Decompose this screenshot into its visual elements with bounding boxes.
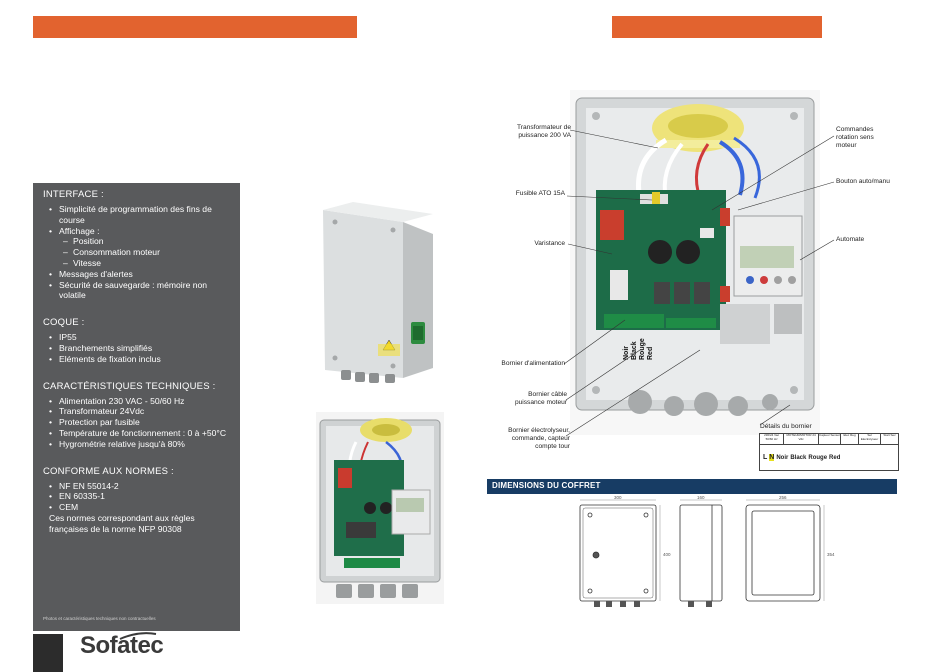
detail-label-noir: Noir bbox=[776, 454, 789, 461]
interface-subitem: Position bbox=[49, 236, 233, 247]
coque-item: Eléments de fixation inclus bbox=[49, 354, 233, 365]
detail-label-n: N bbox=[769, 454, 775, 461]
terminal-label-red: Red bbox=[647, 347, 654, 360]
callout-fusible: Fusible ATO 15A bbox=[515, 190, 565, 197]
coque-item: IP55 bbox=[49, 332, 233, 343]
callout-bouton: Bouton auto/manu bbox=[836, 178, 890, 185]
coque-section: COQUE : IP55 Branchements simplifiés Elé… bbox=[43, 317, 233, 364]
disclaimer-text: Photos et caractéristiques techniques no… bbox=[43, 616, 156, 621]
callout-automate: Automate bbox=[836, 236, 865, 243]
dim-front-width: 300 bbox=[614, 495, 622, 500]
caracteristiques-item: Température de fonctionnement : 0 à +50°… bbox=[49, 428, 233, 439]
callout-bornier-electrolyseur: Bornier électrolyseur, commande, capteur… bbox=[508, 427, 570, 450]
dim-front-height: 400 bbox=[663, 552, 671, 557]
spec-panel: INTERFACE : Simplicité de programmation … bbox=[33, 183, 240, 631]
detail-label-rouge: Rouge bbox=[808, 454, 828, 461]
terminal-detail-strip: 230/24 Vac 50/60 Hz MOTEUR/MOTOR 24 Vdc … bbox=[759, 433, 899, 471]
caracteristiques-item: Hygrométrie relative jusqu'à 80% bbox=[49, 439, 233, 450]
terminal-label-black: Black bbox=[631, 341, 638, 360]
coque-title: COQUE : bbox=[43, 317, 85, 329]
open-enclosure-photo bbox=[316, 412, 444, 604]
left-header-bar bbox=[33, 16, 357, 38]
brand-logo: Sofatec bbox=[80, 632, 164, 659]
dimensions-title: DIMENSIONS DU COFFRET bbox=[492, 481, 601, 490]
right-header-bar bbox=[612, 16, 822, 38]
detail-label-l: L bbox=[763, 454, 768, 461]
dimension-drawings bbox=[579, 499, 825, 607]
normes-title: CONFORME AUX NORMES : bbox=[43, 465, 174, 477]
wiring-diagram-photo: Noir Black Rouge Red bbox=[570, 90, 820, 435]
caracteristiques-item: Alimentation 230 VAC - 50/60 Hz bbox=[49, 396, 233, 407]
detail-label-red: Red bbox=[829, 454, 841, 461]
interface-item: Sécurité de sauvegarde : mémoire non vol… bbox=[49, 280, 233, 302]
dimensions-title-bar bbox=[487, 479, 897, 494]
closed-enclosure-photo bbox=[323, 202, 433, 383]
interface-subitem: Vitesse bbox=[49, 258, 233, 269]
normes-item: EN 60335-1 bbox=[49, 491, 233, 502]
detail-label-black: Black bbox=[790, 454, 807, 461]
normes-note: Ces normes correspondant aux règles fran… bbox=[49, 512, 195, 534]
terminal-label-rouge: Rouge bbox=[639, 338, 646, 360]
logo-swoosh-icon bbox=[119, 632, 157, 640]
detail-header: Elec Reg bbox=[841, 434, 859, 444]
callout-commandes: Commandes rotation sens moteur bbox=[836, 126, 874, 149]
detail-header: Start Sec bbox=[883, 434, 896, 437]
detail-header: 230/24 Vac 50/60 Hz bbox=[760, 434, 785, 444]
caracteristiques-item: Protection par fusible bbox=[49, 417, 233, 428]
caracteristiques-title: CARACTÉRISTIQUES TECHNIQUES : bbox=[43, 380, 216, 392]
interface-subitem: Consommation moteur bbox=[49, 247, 233, 258]
coque-item: Branchements simplifiés bbox=[49, 343, 233, 354]
normes-item: NF EN 55014-2 bbox=[49, 481, 233, 492]
normes-item: CEM bbox=[49, 502, 233, 513]
interface-title: INTERFACE : bbox=[43, 189, 104, 200]
dim-inside-height: 354 bbox=[827, 552, 835, 557]
callout-bornier-alimentation: Bornier d'alimentation bbox=[501, 360, 565, 367]
caracteristiques-section: CARACTÉRISTIQUES TECHNIQUES : Alimentati… bbox=[43, 381, 233, 450]
interface-item: Simplicité de programmation des fins de … bbox=[49, 204, 233, 226]
dim-side-width: 160 bbox=[697, 495, 705, 500]
logo-square bbox=[33, 634, 63, 672]
terminal-label-noir: Noir bbox=[623, 346, 630, 360]
detail-header: MOTEUR/MOTOR 24 Vdc bbox=[784, 434, 819, 444]
detail-header: Capteur Sensor bbox=[819, 434, 842, 444]
interface-item: Affichage : bbox=[49, 226, 233, 237]
interface-section: INTERFACE : Simplicité de programmation … bbox=[43, 189, 233, 301]
callout-details-bornier: Détails du bornier bbox=[760, 423, 812, 430]
callout-transformateur: Transformateur de puissance 200 VA bbox=[517, 124, 571, 139]
callout-varistance: Varistance bbox=[534, 240, 565, 247]
normes-section: CONFORME AUX NORMES : NF EN 55014-2 EN 6… bbox=[43, 466, 233, 535]
caracteristiques-item: Transformateur 24Vdc bbox=[49, 406, 233, 417]
detail-header: Sel Electrolyseur bbox=[859, 434, 882, 444]
dim-inside-width: 256 bbox=[779, 495, 787, 500]
callout-bornier-moteur: Bornier câble puissance moteur bbox=[514, 391, 567, 406]
interface-item: Messages d'alertes bbox=[49, 269, 233, 280]
